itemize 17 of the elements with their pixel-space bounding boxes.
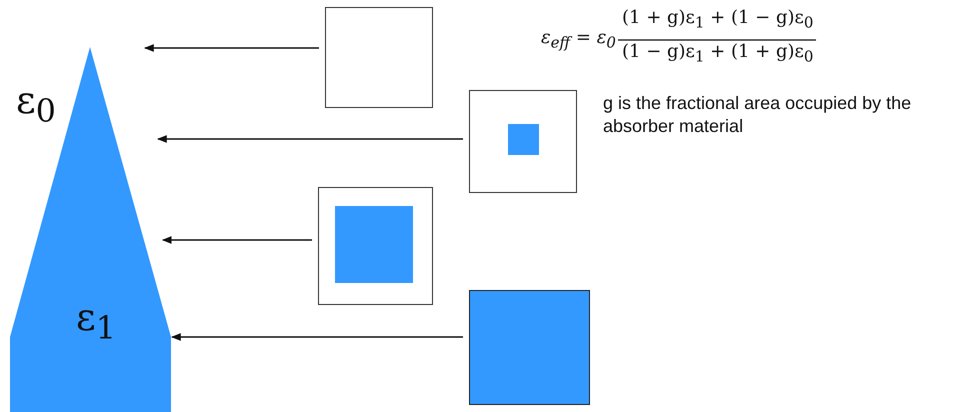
- note-text: g is the fractional area occupied by the absorber material: [603, 92, 912, 138]
- arrow: [144, 44, 319, 52]
- permittivity-label: ε$_{1}$: [76, 295, 116, 347]
- absorber-square: [335, 206, 413, 283]
- cone-shape: [10, 47, 171, 412]
- arrow: [171, 333, 463, 341]
- arrow: [157, 135, 463, 143]
- formula-denominator: (1 − g)ε$_{1}$ + (1 + g)ε$_{0}$: [622, 41, 814, 66]
- absorber-square: [508, 124, 539, 155]
- unit-cell-box: [325, 7, 433, 108]
- unit-cell-box: [469, 90, 577, 193]
- unit-cell-box: [318, 187, 433, 305]
- formula-text: ε$_{eff}$ = ε$_{0}$: [541, 27, 616, 52]
- arrow: [162, 236, 312, 244]
- formula-numerator: (1 + g)ε$_{1}$ + (1 − g)ε$_{0}$: [622, 7, 814, 32]
- filled-unit-cell: [469, 290, 590, 405]
- permittivity-label: ε$_{0}$: [16, 78, 56, 130]
